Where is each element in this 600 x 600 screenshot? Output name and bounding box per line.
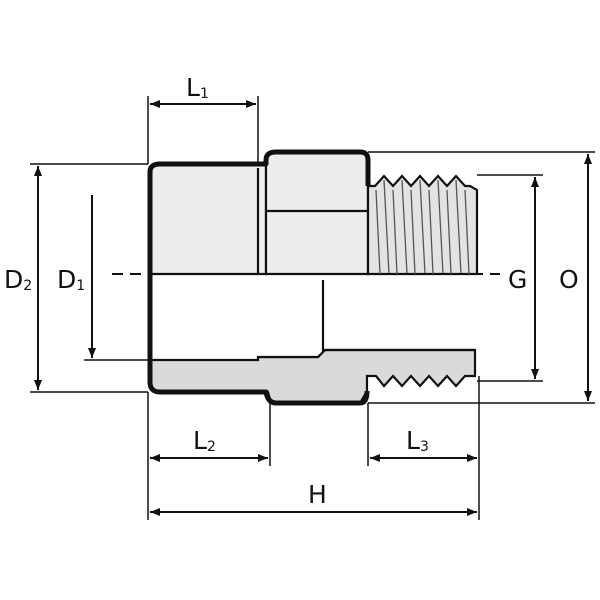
- label-l1: L1: [186, 73, 209, 102]
- label-d2: D2: [4, 265, 32, 294]
- fitting-body: [112, 149, 500, 406]
- fitting-outline-lower: [147, 274, 370, 406]
- dimension-labels: L1 D2 D1 G O L2 L3 H: [4, 73, 579, 509]
- socket-upper: [148, 162, 268, 276]
- fitting-outline: [147, 149, 371, 274]
- socket-bore-lower: [152, 274, 258, 360]
- label-l3: L3: [406, 426, 429, 455]
- label-g: G: [508, 265, 527, 294]
- dimension-lines: [30, 96, 595, 520]
- label-l2: L2: [193, 426, 216, 455]
- label-h: H: [308, 480, 327, 509]
- label-d1: D1: [57, 265, 85, 294]
- label-o: O: [559, 265, 579, 294]
- thread-lines: [375, 179, 470, 275]
- bore-edge-lower: [152, 348, 475, 362]
- spigot-bore-lower: [258, 274, 325, 357]
- hex-nut-upper: [264, 150, 370, 276]
